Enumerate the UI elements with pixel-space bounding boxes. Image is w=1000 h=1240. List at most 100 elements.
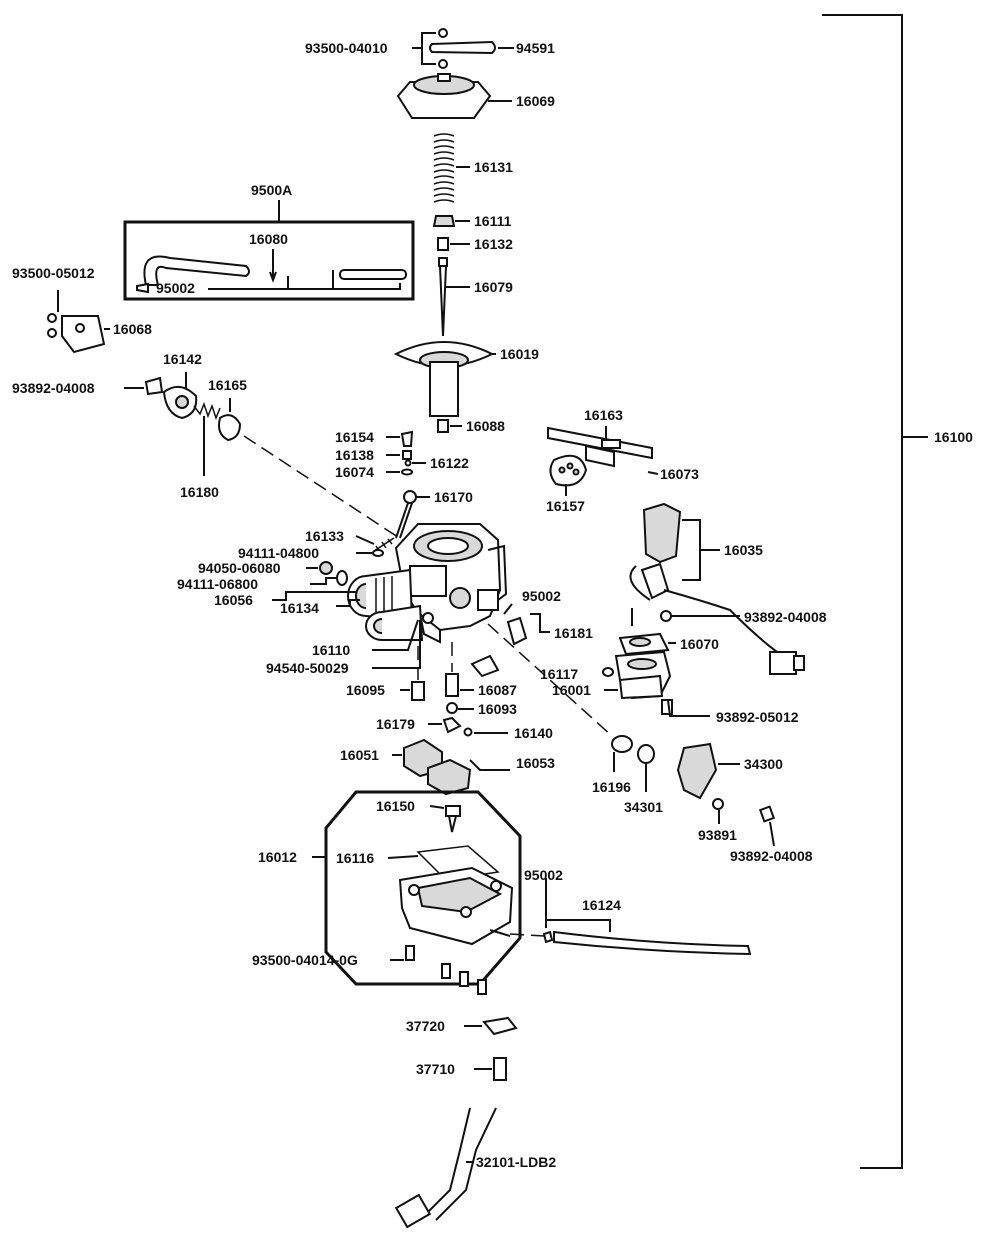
part-float-pin-bracket <box>470 654 500 678</box>
part-93892-04008-screw-c <box>758 805 776 847</box>
part-16163-screw <box>601 426 621 449</box>
leader-16056 <box>272 591 356 601</box>
kit-box-9500a <box>123 200 415 301</box>
label-16087: 16087 <box>478 682 517 698</box>
part-16150-drain-screw <box>429 805 461 833</box>
part-16087 <box>445 642 474 697</box>
label-16150: 16150 <box>376 798 415 814</box>
label-16053: 16053 <box>516 755 555 771</box>
label-16124: 16124 <box>582 897 621 913</box>
label-16095: 16095 <box>346 682 385 698</box>
leader-16110 <box>372 619 419 651</box>
label-16165: 16165 <box>208 377 247 393</box>
label-16110: 16110 <box>312 642 350 658</box>
label-16117: 16117 <box>540 666 578 682</box>
part-16088-jet <box>437 419 462 433</box>
part-carburetor-body <box>394 523 508 644</box>
label-32101-ldb2: 32101-LDB2 <box>476 1154 556 1170</box>
part-94111-06800-oring <box>310 570 348 586</box>
part-16140 <box>463 727 508 737</box>
part-93500-04010-screws <box>412 28 448 69</box>
label-16073: 16073 <box>660 466 699 482</box>
label-16140: 16140 <box>514 725 553 741</box>
label-16035: 16035 <box>724 542 763 558</box>
part-16053-lever <box>469 759 510 771</box>
label-37710: 37710 <box>416 1061 455 1077</box>
label-9500a: 9500A <box>251 182 292 198</box>
label-93892-04008-b: 93892-04008 <box>744 609 827 625</box>
label-93892-04008-a: 93892-04008 <box>12 380 95 396</box>
label-16142: 16142 <box>163 351 202 367</box>
part-94050-06080-washer <box>306 561 333 575</box>
part-float-bowl <box>398 866 514 946</box>
label-16196: 16196 <box>592 779 631 795</box>
label-94050-06080: 94050-06080 <box>198 560 281 576</box>
part-16074 <box>386 468 413 476</box>
part-16093 <box>446 702 474 714</box>
label-16001: 16001 <box>552 682 591 698</box>
label-16088: 16088 <box>466 418 505 434</box>
label-94111-06800: 94111-06800 <box>177 576 258 592</box>
part-16165-plunger <box>218 398 242 442</box>
part-16035-cable-assembly <box>629 502 805 675</box>
part-37720-bracket <box>464 1016 518 1036</box>
part-16068-bracket <box>61 315 110 354</box>
part-16154 <box>386 430 414 447</box>
part-16122 <box>404 459 426 467</box>
part-16157-plate <box>549 454 588 496</box>
label-95002-kit: 95002 <box>156 280 195 296</box>
part-34301-oring <box>637 744 655 792</box>
label-16154: 16154 <box>335 429 374 445</box>
label-34301: 34301 <box>624 799 663 815</box>
label-16163: 16163 <box>584 407 623 423</box>
label-16138: 16138 <box>335 447 374 463</box>
label-16170: 16170 <box>434 489 473 505</box>
part-16116-gasket <box>387 845 500 881</box>
label-16093: 16093 <box>478 701 517 717</box>
label-16070: 16070 <box>680 636 719 652</box>
part-16056-intake-tube <box>347 568 414 622</box>
label-93500-04010: 93500-04010 <box>305 40 388 56</box>
label-16068: 16068 <box>113 321 152 337</box>
label-16079: 16079 <box>474 279 513 295</box>
part-93892-04008-screw-b <box>631 608 740 626</box>
label-16122: 16122 <box>430 455 469 471</box>
part-16095 <box>400 646 425 701</box>
label-93891: 93891 <box>698 827 737 843</box>
label-16074: 16074 <box>335 464 374 480</box>
label-16133: 16133 <box>305 528 344 544</box>
label-94111-04800: 94111-04800 <box>238 545 319 561</box>
label-93892-05012: 93892-05012 <box>716 709 799 725</box>
label-95002-c: 95002 <box>524 867 563 883</box>
part-16170 <box>395 490 430 539</box>
part-94591-plate <box>429 40 514 55</box>
label-93500-04014-0g: 93500-04014-0G <box>252 952 358 968</box>
part-16069-top-cap <box>396 73 512 119</box>
part-34300-sensor <box>676 742 740 800</box>
label-16111: 16111 <box>474 213 512 229</box>
label-16080: 16080 <box>249 231 288 247</box>
label-16131: 16131 <box>474 159 513 175</box>
part-93500-04014-0g-screws <box>390 945 487 995</box>
part-16001-starter-body <box>604 650 672 700</box>
label-16157: 16157 <box>546 498 585 514</box>
part-94111-04800-oring <box>356 549 384 557</box>
label-94540-50029: 94540-50029 <box>266 660 349 676</box>
part-16131-spring <box>433 133 470 203</box>
part-16196-oring <box>611 735 633 772</box>
part-93500-05012-screws <box>47 290 59 338</box>
part-16111-retainer <box>432 215 470 227</box>
label-16181: 16181 <box>554 625 593 641</box>
label-94591: 94591 <box>516 40 555 56</box>
part-16138 <box>386 450 412 460</box>
part-16142-choke-body <box>162 372 198 420</box>
label-16051: 16051 <box>340 747 379 763</box>
label-16069: 16069 <box>516 93 555 109</box>
label-34300: 34300 <box>744 756 783 772</box>
part-32101-ldb2-harness <box>394 1107 497 1229</box>
part-93892-05012-screws <box>661 699 710 717</box>
part-16124-drain-hose <box>509 878 752 956</box>
label-16116: 16116 <box>336 850 374 866</box>
part-16117-oring <box>602 667 614 677</box>
